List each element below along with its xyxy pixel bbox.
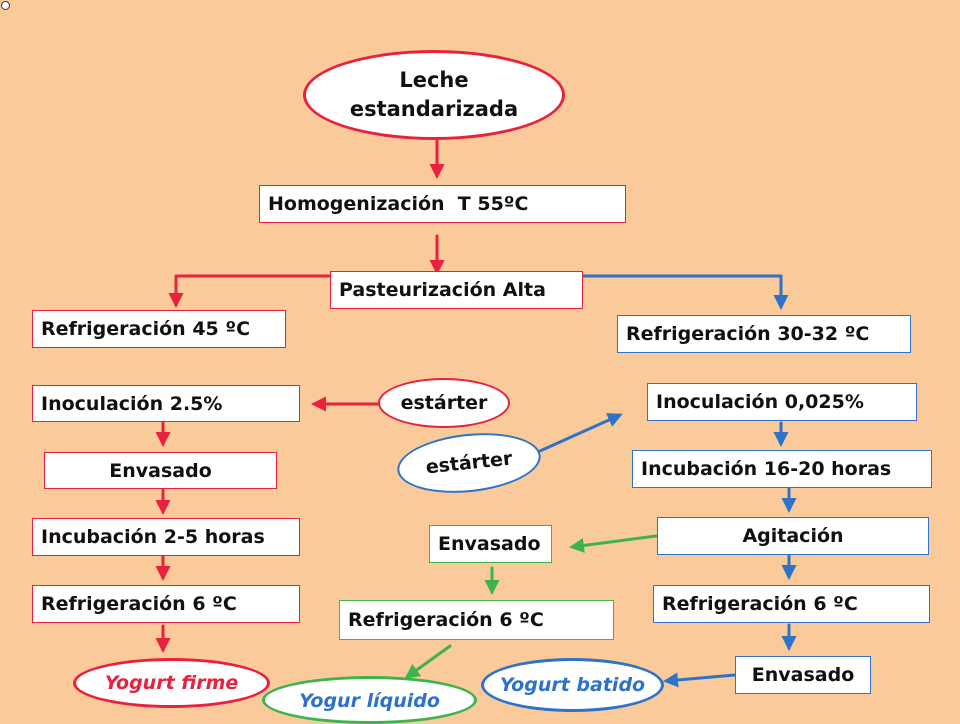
firm-result-oval: Yogurt firme <box>73 658 270 708</box>
stirred-envasado: Envasado <box>735 656 871 694</box>
liquid-result-label: Yogur líquido <box>299 690 440 712</box>
firm-refrigeracion-6: Refrigeración 6 ºC <box>32 585 300 623</box>
arrow-pasteur-to-refrig45 <box>168 274 332 308</box>
step-pasteurizacion: Pasteurización Alta <box>330 271 583 309</box>
arrow-envasado-to-batido <box>663 672 737 688</box>
stirred-refrigeracion-30: Refrigeración 30-32 ºC <box>617 315 911 353</box>
corner-dot <box>1 1 10 10</box>
arrow-pasteur-to-refrig30 <box>581 274 789 310</box>
start-oval: Leche estandarizada <box>303 50 565 140</box>
stirred-agitacion: Agitación <box>657 517 929 555</box>
arrow-agitacion-to-envasado-liq <box>569 534 658 553</box>
firm-inoculacion: Inoculación 2.5% <box>32 385 300 422</box>
liquid-refrigeracion-6: Refrigeración 6 ºC <box>339 600 614 640</box>
arrow-refrig6-to-liquido <box>404 644 452 679</box>
firm-starter-label: estárter <box>400 392 488 414</box>
start-line2: estandarizada <box>349 97 519 121</box>
stirred-result-oval: Yogurt batido <box>481 658 664 712</box>
arrow-starter-to-inoculacion-b <box>538 413 623 453</box>
stirred-refrigeracion-6: Refrigeración 6 ºC <box>653 585 930 623</box>
firm-starter-oval: estárter <box>378 378 510 428</box>
firm-result-label: Yogurt firme <box>104 672 239 694</box>
stirred-result-label: Yogurt batido <box>499 674 646 696</box>
stirred-incubacion: Incubación 16-20 horas <box>632 450 932 488</box>
stirred-starter-label: estárter <box>424 447 514 479</box>
firm-incubacion: Incubación 2-5 horas <box>32 518 300 556</box>
step-homogenizacion: Homogenización T 55ºC <box>259 185 626 223</box>
stirred-inoculacion: Inoculación 0,025% <box>647 383 917 421</box>
firm-refrigeracion-45: Refrigeración 45 ºC <box>32 310 286 348</box>
firm-envasado: Envasado <box>44 452 277 489</box>
liquid-envasado: Envasado <box>429 525 552 563</box>
liquid-result-oval: Yogur líquido <box>262 676 477 724</box>
start-line1: Leche <box>399 68 469 92</box>
